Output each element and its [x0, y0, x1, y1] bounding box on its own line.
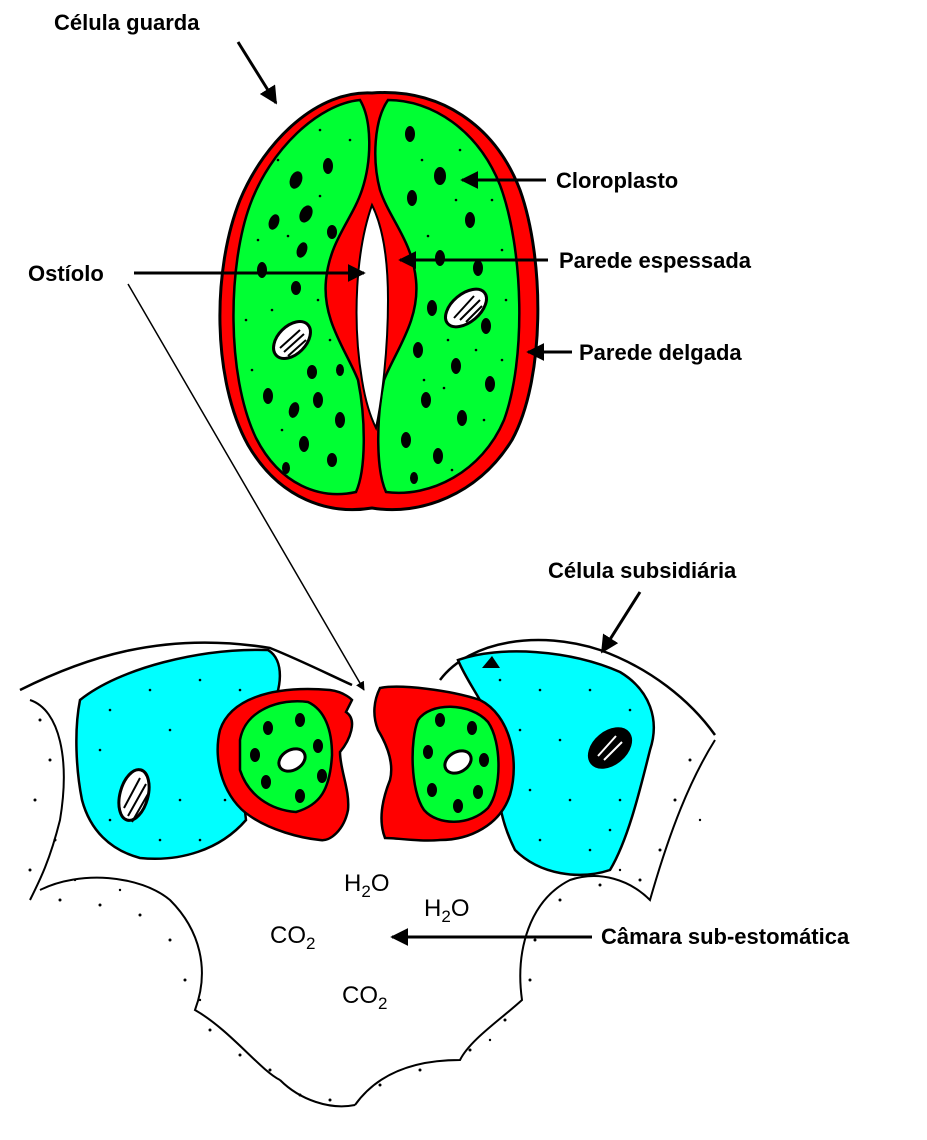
label-substomatal-chamber: Câmara sub-estomática: [601, 926, 849, 948]
molecule-water-1: H2O: [344, 872, 389, 900]
molecule-water-2: H2O: [424, 897, 469, 925]
molecule-co2-1: CO2: [270, 924, 315, 952]
stoma-top-view: [220, 93, 538, 510]
label-chloroplast: Cloroplasto: [556, 170, 678, 192]
label-ostiole: Ostíolo: [28, 263, 104, 285]
label-subsidiary-cell: Célula subsidiária: [548, 560, 736, 582]
label-thick-wall: Parede espessada: [559, 250, 751, 272]
label-thin-wall: Parede delgada: [579, 342, 742, 364]
molecule-co2-2: CO2: [342, 984, 387, 1012]
label-guard-cell: Célula guarda: [54, 12, 199, 34]
arrow-guard-cell: [238, 42, 276, 103]
arrow-subsidiary-cell: [602, 592, 640, 652]
